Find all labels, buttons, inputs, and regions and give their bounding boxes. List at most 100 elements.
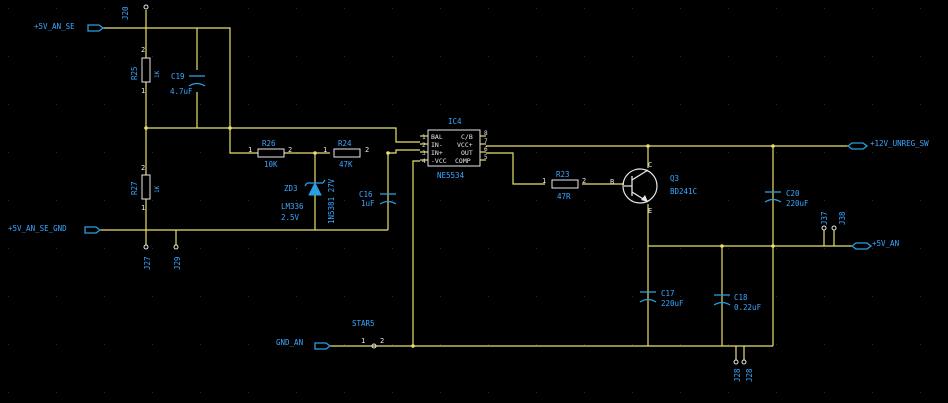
grid-dot bbox=[584, 344, 585, 345]
component-value: 47R bbox=[557, 192, 571, 201]
grid-dot bbox=[536, 104, 537, 105]
port-5v-an-se-gnd[interactable]: +5V_AN_SE_GND bbox=[8, 224, 102, 234]
port-label: GND_AN bbox=[276, 338, 303, 347]
pin-number: 5 bbox=[484, 154, 488, 161]
component-value: 1K bbox=[154, 70, 161, 78]
grid-dot bbox=[296, 392, 297, 393]
jumper-j28a[interactable]: J28 bbox=[733, 359, 742, 382]
grid-dot bbox=[104, 392, 105, 393]
grid-dot bbox=[296, 248, 297, 249]
grid-dot bbox=[728, 56, 729, 57]
jumper-j27[interactable]: J27 bbox=[143, 244, 152, 270]
component-ref: C16 bbox=[359, 190, 373, 199]
component-ref: R23 bbox=[556, 170, 570, 179]
grid-dot bbox=[728, 8, 729, 9]
grid-dot bbox=[8, 152, 9, 153]
jumper-j38[interactable]: J38 bbox=[831, 211, 847, 231]
grid-dot bbox=[248, 56, 249, 57]
component-ref: ZD3 bbox=[284, 184, 298, 193]
port-12v-unreg-sw[interactable]: +12V_UNREG_SW bbox=[846, 139, 929, 150]
grid-dot bbox=[200, 344, 201, 345]
pin-number: 3 bbox=[422, 150, 426, 157]
grid-dot bbox=[488, 200, 489, 201]
grid-dot bbox=[584, 152, 585, 153]
resistor-r23[interactable]: R23 47R 1 2 bbox=[542, 170, 586, 201]
grid-dot bbox=[296, 344, 297, 345]
grid-dot bbox=[776, 248, 777, 249]
jumper-j20[interactable]: J20 bbox=[121, 4, 149, 20]
grid-dot bbox=[248, 392, 249, 393]
resistor-r25[interactable]: R25 1K 2 1 bbox=[130, 46, 161, 95]
grid-dot bbox=[632, 152, 633, 153]
grid-dot bbox=[152, 392, 153, 393]
grid-dots bbox=[8, 8, 921, 393]
grid-dot bbox=[440, 344, 441, 345]
pin-number: 2 bbox=[365, 146, 369, 154]
grid-dot bbox=[776, 344, 777, 345]
grid-dot bbox=[776, 8, 777, 9]
capacitor-c16[interactable]: C16 1uF bbox=[359, 190, 397, 208]
jumper-j37[interactable]: J37 bbox=[820, 211, 829, 231]
grid-dot bbox=[536, 344, 537, 345]
pin-label: B bbox=[610, 178, 614, 186]
grid-dot bbox=[152, 56, 153, 57]
capacitor-c20[interactable]: C20 220uF bbox=[764, 189, 809, 208]
grid-dot bbox=[728, 296, 729, 297]
grid-dot bbox=[248, 344, 249, 345]
ic-pin-label: COMP bbox=[455, 157, 471, 165]
capacitor-c19[interactable]: C19 4.7uF bbox=[170, 72, 206, 96]
port-label: +5V_AN_SE_GND bbox=[8, 224, 67, 233]
grid-dot bbox=[200, 392, 201, 393]
grid-dot bbox=[392, 248, 393, 249]
resistor-r24[interactable]: R24 47K 1 2 bbox=[323, 139, 369, 169]
resistor-r27[interactable]: R27 1K 2 1 bbox=[130, 164, 161, 212]
grid-dot bbox=[584, 104, 585, 105]
grid-dot bbox=[824, 8, 825, 9]
ic-pin-label: BAL bbox=[431, 133, 443, 141]
grid-dot bbox=[392, 200, 393, 201]
jumper-label: J28 bbox=[745, 368, 754, 382]
ic-pin-label: OUT bbox=[461, 149, 473, 157]
transistor-q3[interactable]: Q3 BD241C B C E bbox=[610, 161, 697, 215]
grid-dot bbox=[248, 200, 249, 201]
wire-top-rail bbox=[103, 27, 420, 143]
grid-dot bbox=[344, 104, 345, 105]
grid-dot bbox=[824, 248, 825, 249]
component-ref: C19 bbox=[171, 72, 185, 81]
pin-number: 1 bbox=[141, 204, 145, 212]
star-point-star5[interactable]: STAR5 1 2 bbox=[352, 319, 384, 349]
grid-dot bbox=[440, 8, 441, 9]
jumper-label: J27 bbox=[143, 256, 152, 270]
capacitor-c18[interactable]: C18 0.22uF bbox=[713, 293, 762, 312]
component-value: 10K bbox=[264, 160, 278, 169]
component-value: 2.5V bbox=[281, 213, 300, 222]
grid-dot bbox=[8, 200, 9, 201]
grid-dot bbox=[872, 344, 873, 345]
pin-number: 1 bbox=[141, 87, 145, 95]
grid-dot bbox=[152, 344, 153, 345]
grid-dot bbox=[56, 8, 57, 9]
grid-dot bbox=[248, 248, 249, 249]
grid-dot bbox=[632, 344, 633, 345]
jumper-j28b[interactable]: J28 bbox=[741, 359, 754, 382]
component-value: 0.22uF bbox=[734, 303, 762, 312]
grid-dot bbox=[536, 8, 537, 9]
port-gnd-an[interactable]: GND_AN bbox=[276, 338, 332, 350]
grid-dot bbox=[920, 56, 921, 57]
grid-dot bbox=[920, 248, 921, 249]
zener-zd3[interactable]: ZD3 LM336 2.5V 1N5381 27V bbox=[281, 178, 336, 224]
grid-dot bbox=[776, 152, 777, 153]
port-5v-an[interactable]: +5V_AN bbox=[850, 239, 899, 250]
resistor-r26[interactable]: R26 10K 1 2 bbox=[248, 139, 292, 169]
grid-dot bbox=[440, 296, 441, 297]
grid-dot bbox=[632, 392, 633, 393]
component-value: 4.7uF bbox=[170, 87, 193, 96]
capacitor-c17[interactable]: C17 220uF bbox=[639, 289, 684, 308]
port-5v-an-se[interactable]: +5V_AN_SE bbox=[34, 22, 105, 32]
grid-dot bbox=[680, 152, 681, 153]
jumper-j29[interactable]: J29 bbox=[173, 244, 182, 270]
ic-ic4[interactable]: IC4 NE5534 BAL IN- IN+ -VCC C/B VCC+ OUT… bbox=[420, 117, 488, 180]
component-value: BD241C bbox=[670, 187, 697, 196]
pin-number: 2 bbox=[141, 164, 145, 172]
grid-dot bbox=[536, 152, 537, 153]
